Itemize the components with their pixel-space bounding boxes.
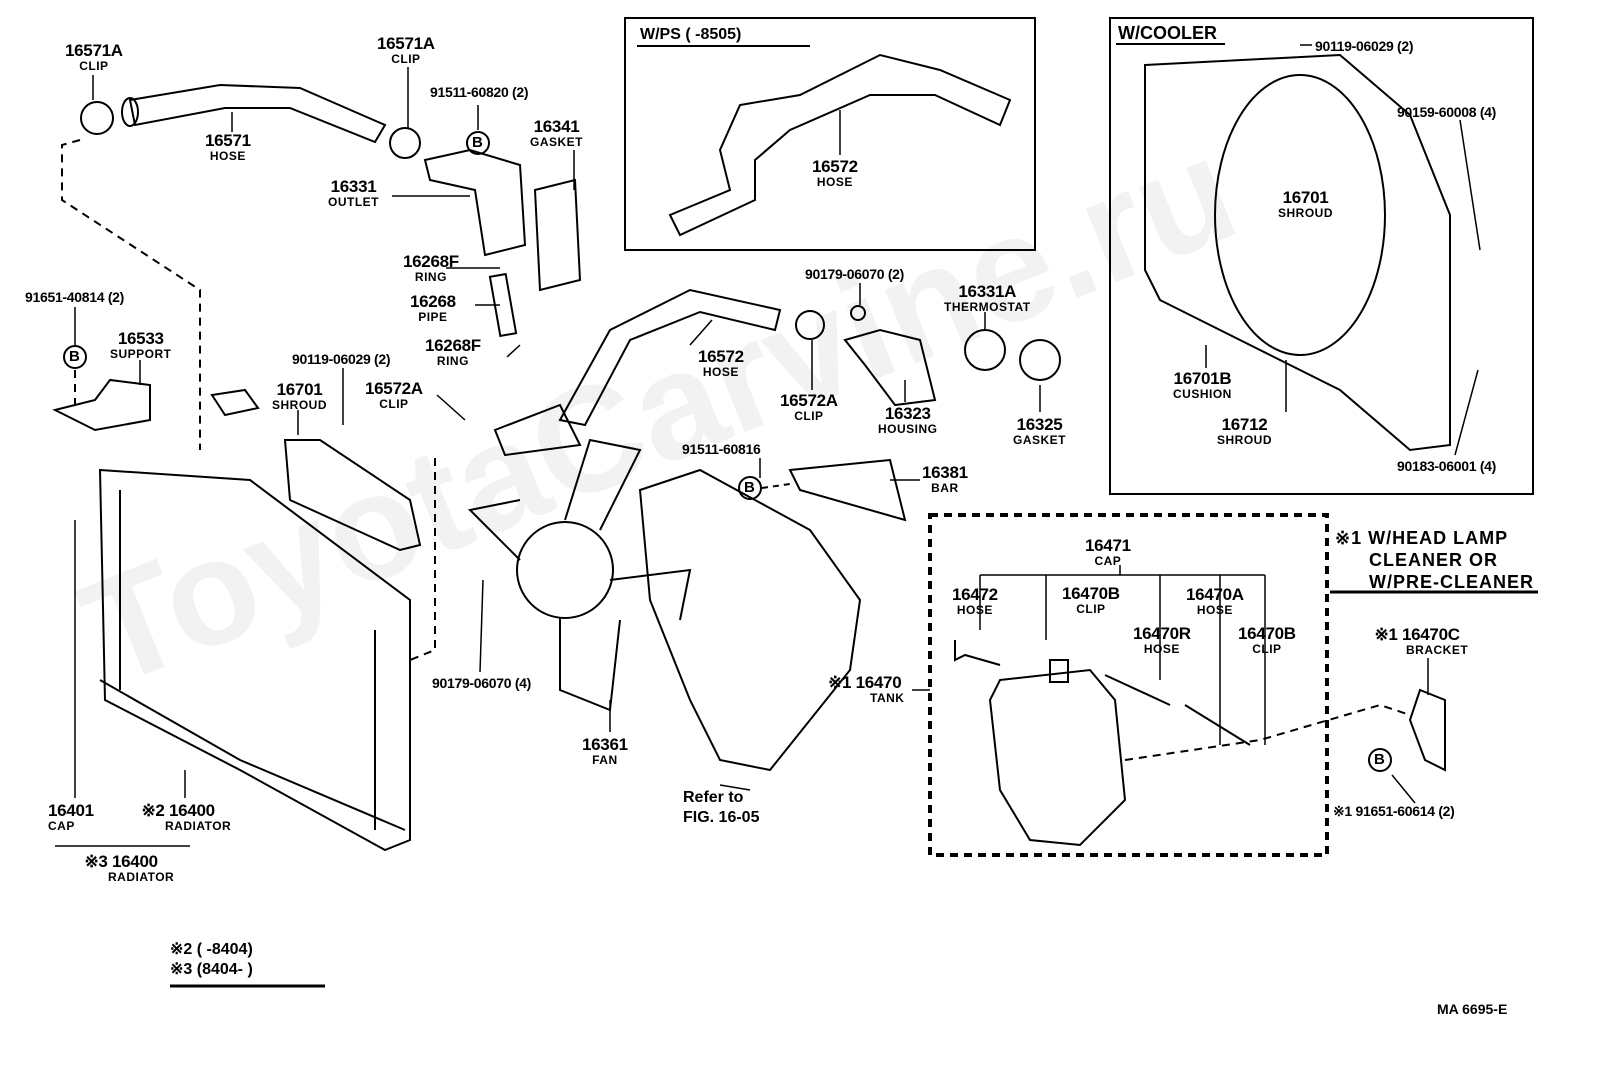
bolt-marker-b: B (1374, 751, 1385, 768)
refer-line: FIG. 16-05 (683, 809, 760, 826)
radiator-16400 (98, 468, 411, 852)
cooler-shroud-16712 (1144, 53, 1451, 452)
bolt-marker-b: B (472, 134, 483, 151)
clip-16571a-left (80, 101, 114, 135)
clip-16571a-right (389, 127, 421, 159)
radiator-cap-16401 (210, 388, 260, 417)
legend-line: ※2 ( -8404) (170, 941, 253, 958)
support-16533 (52, 378, 151, 432)
part-label: 91511-60820 (2) (430, 84, 529, 100)
ps-hose-16572 (668, 53, 1012, 237)
refer-line: Refer to (683, 789, 744, 806)
tank-box (928, 513, 1329, 857)
figure-code: MA 6695-E (1437, 1001, 1508, 1017)
condition-line: ※1 W/HEAD LAMP (1335, 528, 1509, 548)
condition-line: CLEANER OR (1369, 550, 1499, 570)
pipe-16268 (488, 272, 518, 338)
bar-16381 (788, 458, 907, 522)
legend-line: ※3 (8404- ) (170, 961, 253, 978)
bolt-marker-b: B (744, 479, 755, 496)
thermostat-16331a (964, 329, 1006, 371)
gasket-16325 (1019, 339, 1061, 381)
part-label: 90179-06070 (4) (432, 675, 532, 691)
ps-box-title: W/PS ( -8505) (640, 26, 742, 43)
bracket-16470c (1408, 688, 1446, 772)
part-label: 90159-60008 (4) (1397, 104, 1497, 120)
belt (638, 468, 862, 772)
bolt-markers (63, 131, 1392, 772)
cooler-box (1109, 17, 1534, 495)
part-label: 90179-06070 (2) (805, 266, 905, 282)
bolt-marker-b: B (69, 348, 80, 365)
clip-16572a (795, 310, 825, 340)
fan-16361 (516, 521, 614, 619)
part-label: 91511-60816 (682, 441, 761, 457)
condition-line: W/PRE-CLEANER (1369, 572, 1534, 592)
shroud-16701 (283, 439, 422, 552)
housing-16323 (843, 328, 937, 407)
part-label: 90119-06029 (2) (1315, 38, 1414, 54)
upper-hose-16571 (128, 83, 387, 144)
part-label: 91651-40814 (2) (25, 289, 125, 305)
bolt-90179 (850, 305, 866, 321)
part-label: 90183-06001 (4) (1397, 458, 1497, 474)
tank-16470 (988, 668, 1127, 847)
legend: ※2 ( -8404) ※3 (8404- ) (170, 940, 253, 980)
part-label: 90119-06029 (2) (292, 351, 391, 367)
outlet-16331 (423, 148, 527, 257)
gasket-16341 (533, 178, 582, 292)
condition-note: ※1 W/HEAD LAMP CLEANER OR W/PRE-CLEANER (1335, 527, 1534, 593)
part-label: ※1 91651-60614 (2) (1333, 803, 1455, 819)
ps-box (624, 17, 1036, 251)
refer-note: Refer to FIG. 16-05 (683, 788, 759, 828)
cooler-box-title: W/COOLER (1118, 23, 1217, 43)
lower-hose-16572 (558, 288, 782, 427)
